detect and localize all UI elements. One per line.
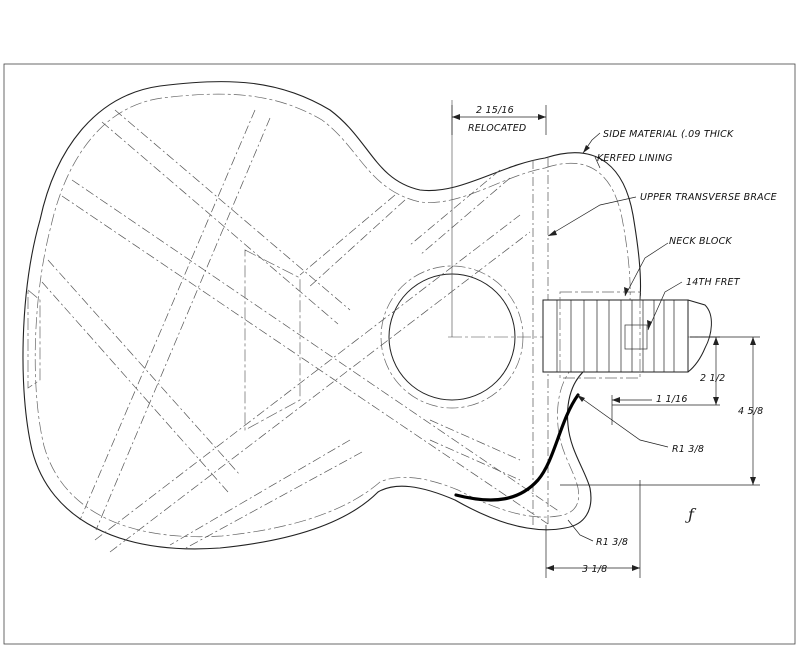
label-side-material: SIDE MATERIAL (.09 THICK [603,129,734,140]
label-neck-block: NECK BLOCK [669,236,732,247]
dim-2-1-2-text: 2 1/2 [700,373,725,384]
cutaway-heavy-line [454,393,580,502]
kerfed-lining-outline [34,93,631,538]
body-outline [22,81,642,550]
fretboard [542,299,712,373]
label-radius-upper: R1 3/8 [672,444,704,455]
label-14th-fret: 14TH FRET [686,277,741,288]
neck-block [559,291,641,379]
label-radius-lower: R1 3/8 [596,537,628,548]
dim-4-5-8-text: 4 5/8 [738,406,763,417]
dim-3-1-8 [545,480,641,578]
dim-2-15-16-text: 2 15/16 [476,105,514,116]
dim-2-15-16 [451,105,547,135]
bridge-plate-outline [27,249,301,431]
dim-1-1-16-text: 1 1/16 [656,394,688,405]
dim-relocated-text: RELOCATED [468,123,526,134]
label-kerfed-lining: KERFED LINING [597,153,673,164]
label-upper-transverse-brace: UPPER TRANSVERSE BRACE [640,192,777,203]
script-mark: ƒ [685,505,697,524]
dim-1-1-16 [611,395,652,425]
drawing-border [3,63,796,645]
leader-lines [547,132,683,542]
finger-braces [299,169,521,481]
x-brace-main [61,179,561,553]
dim-4-5-8 [560,336,760,486]
tone-bars [41,109,363,549]
dim-3-1-8-text: 3 1/8 [582,564,607,575]
